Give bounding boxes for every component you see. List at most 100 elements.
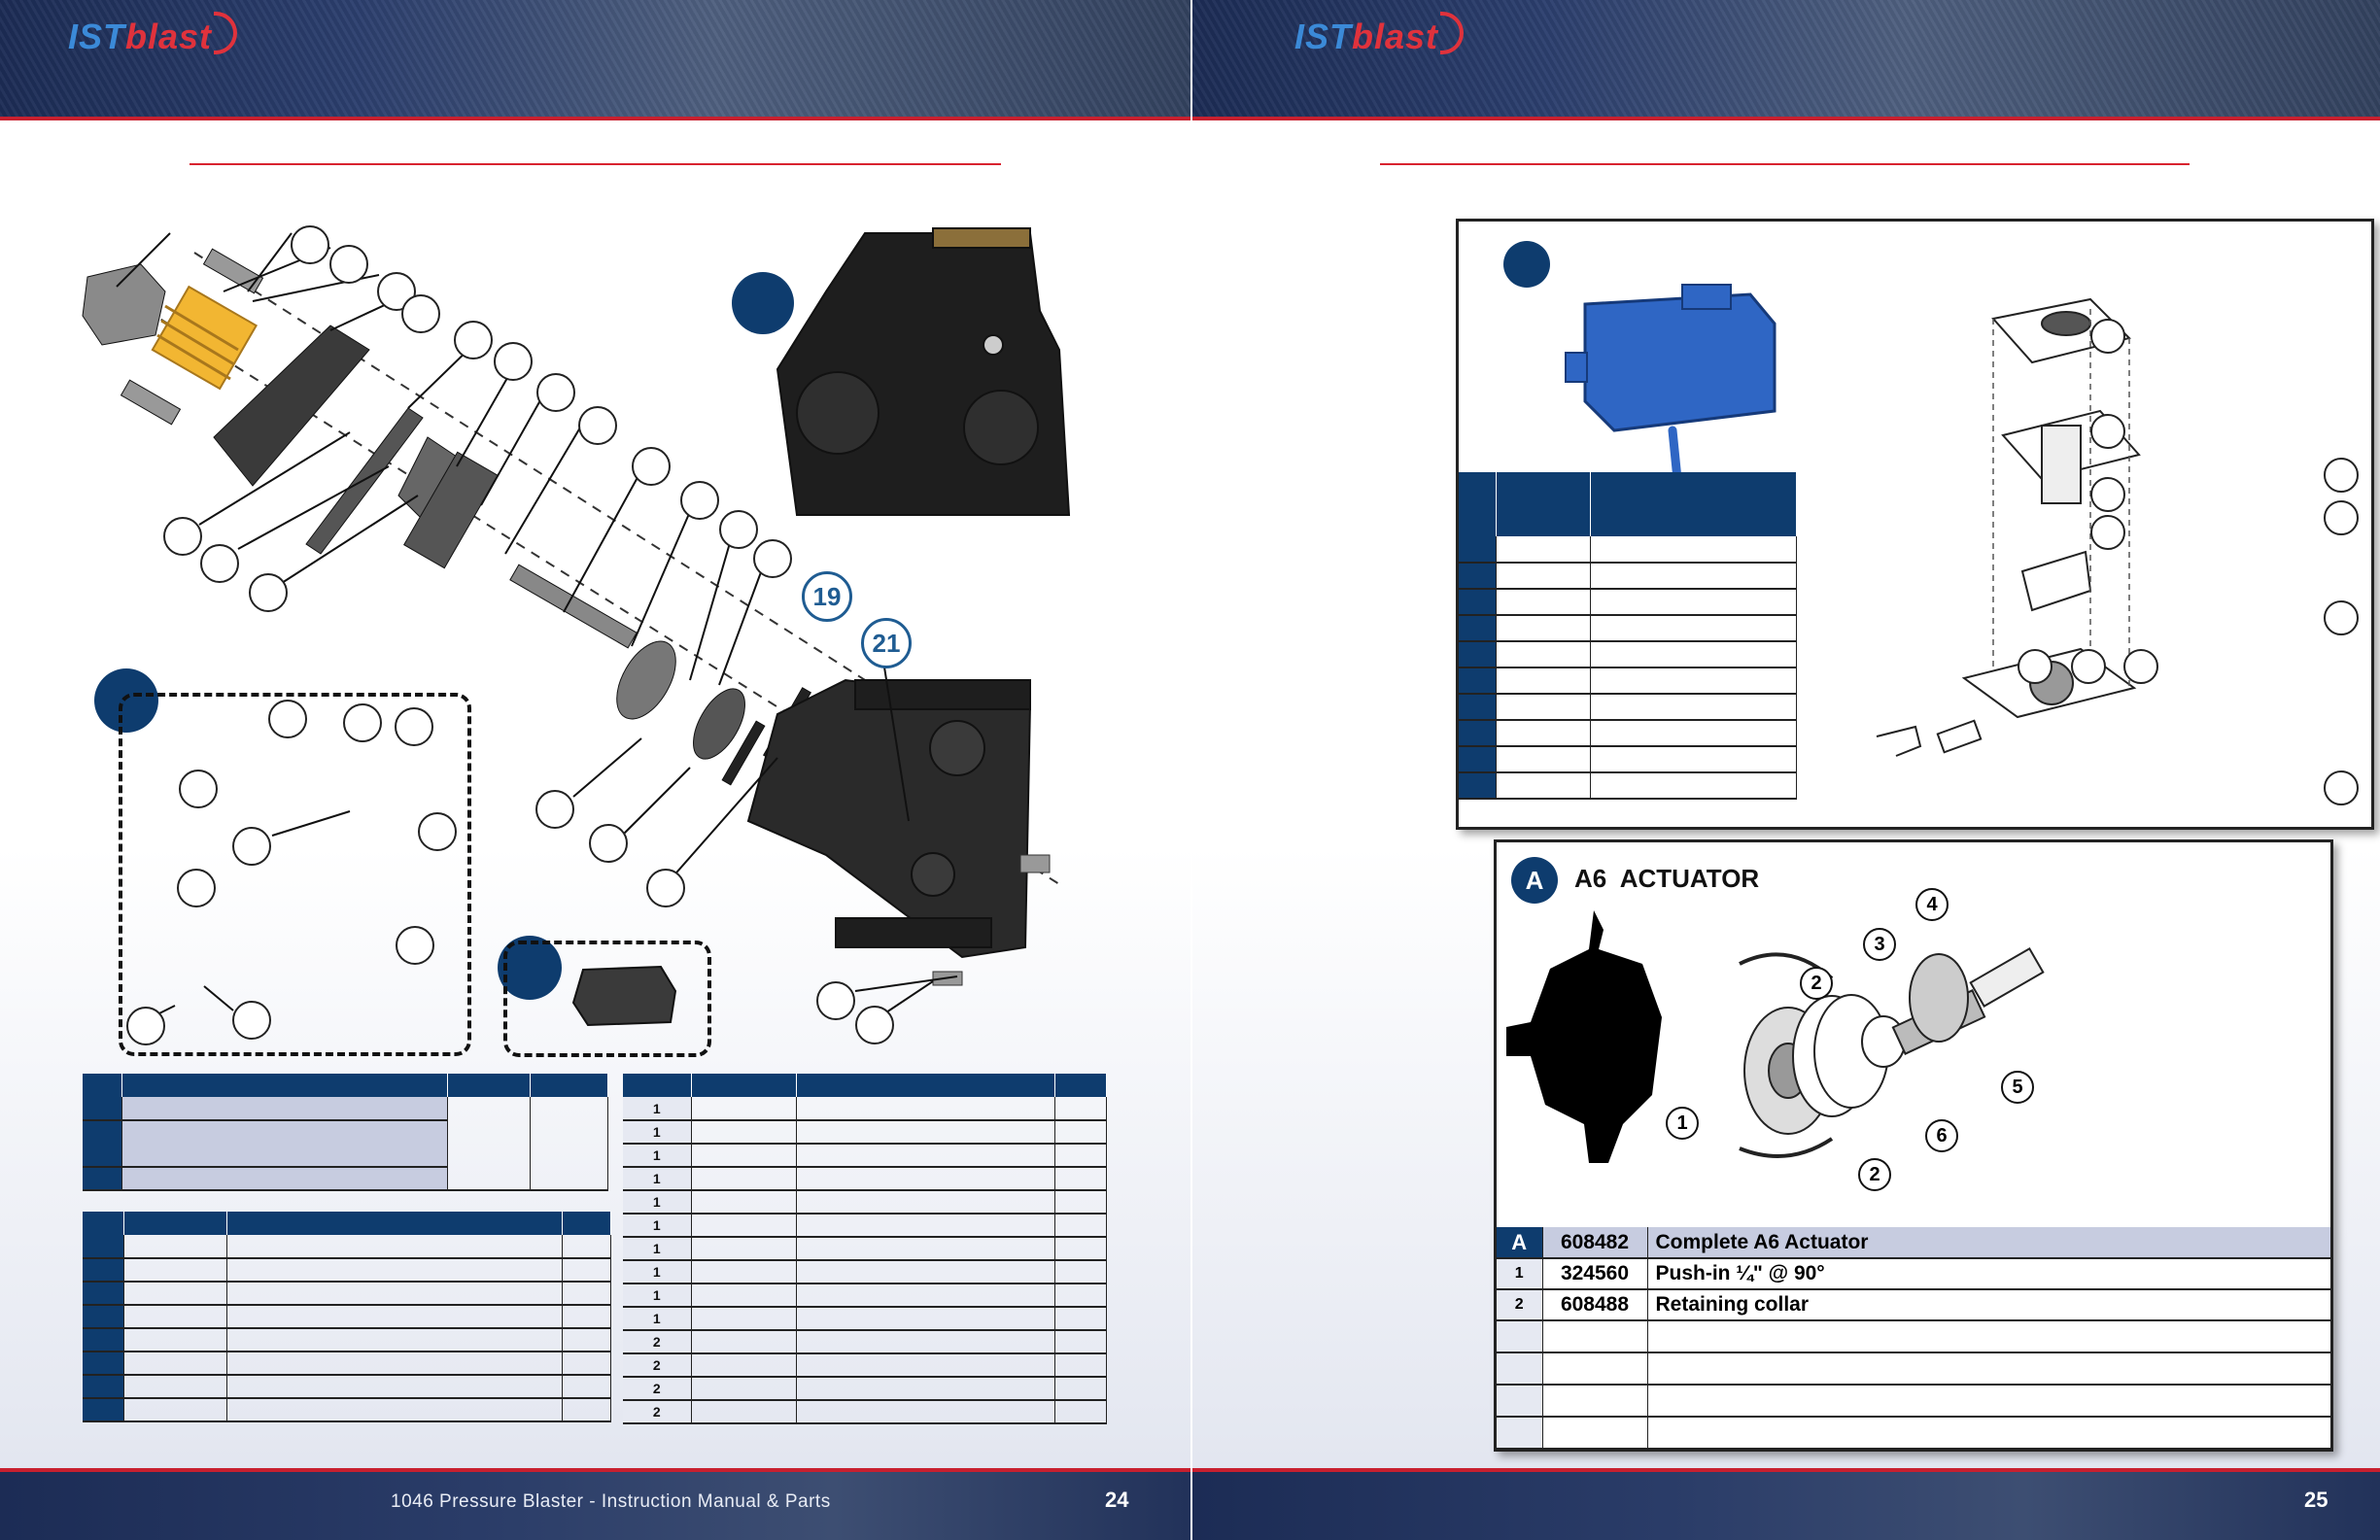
- qty-cell: 1: [623, 1097, 692, 1121]
- callout-bubble: [2090, 515, 2125, 550]
- logo-blast: blast: [1352, 17, 1439, 56]
- page-number-left: 24: [1105, 1488, 1129, 1512]
- callout-bubble: [2090, 477, 2125, 512]
- callout-bubble: [395, 707, 433, 746]
- a6-callout-1: 1: [1666, 1107, 1699, 1140]
- table-row: [1497, 1352, 2331, 1386]
- left-footer: 1046 Pressure Blaster - Instruction Manu…: [0, 1468, 1190, 1540]
- qty-cell: 2: [623, 1330, 692, 1354]
- callout-bubble: [401, 294, 440, 333]
- a6-actuator-frame: A A6 ACTUATOR 1 2 3 4 5 6 2: [1494, 839, 2333, 1452]
- qty-cell: 1: [623, 1283, 692, 1308]
- callout-bubble: [249, 573, 288, 612]
- table-row: [1459, 720, 1797, 747]
- table-row: [1497, 1385, 2331, 1418]
- table-row: [1459, 563, 1797, 590]
- logo-swoosh-icon: [1440, 12, 1465, 54]
- callout-bubble: [200, 544, 239, 583]
- qty-cell: 1: [623, 1214, 692, 1238]
- qty-cell: 2: [623, 1400, 692, 1424]
- qty-cell: 1: [623, 1167, 692, 1191]
- a6-callout-3: 3: [1863, 928, 1896, 961]
- manual-title: 1046 Pressure Blaster - Instruction Manu…: [391, 1491, 831, 1512]
- table-row: 1: [623, 1144, 1107, 1168]
- table-row: 2: [623, 1400, 1107, 1424]
- table-row: 1: [623, 1283, 1107, 1308]
- table-row: 1: [623, 1307, 1107, 1331]
- motor-parts-table: [1459, 472, 1797, 800]
- table-row: 1: [623, 1120, 1107, 1145]
- qty-cell: 1: [623, 1260, 692, 1284]
- motor-exploded-diagram: [1876, 297, 2141, 757]
- callout-bubble: [268, 700, 307, 738]
- brand-logo: ISTblast: [68, 12, 238, 57]
- a6-desc-cell: Complete A6 Actuator: [1647, 1227, 2331, 1259]
- callout-21: 21: [861, 618, 912, 668]
- table-a-header: [83, 1074, 122, 1097]
- callout-bubble: [454, 321, 493, 359]
- callout-bubble: [494, 342, 533, 381]
- valve-exploded-diagram: [82, 227, 1071, 1021]
- callout-bubble: [2090, 414, 2125, 449]
- callout-bubble: [343, 703, 382, 742]
- qty-cell: 1: [623, 1307, 692, 1331]
- table-row: 1: [623, 1260, 1107, 1284]
- callout-bubble: [177, 869, 216, 907]
- left-header: ISTblast: [0, 0, 1190, 120]
- table-row: [1459, 667, 1797, 695]
- qty-cell: 1: [623, 1144, 692, 1168]
- left-page: ISTblast: [0, 0, 1190, 1540]
- table-row: [1459, 746, 1797, 773]
- callout-bubble: [589, 824, 628, 863]
- callout-bubble: [753, 539, 792, 578]
- callout-bubble: [855, 1006, 894, 1044]
- callout-bubble: [816, 981, 855, 1020]
- a6-item-cell: 1: [1497, 1258, 1543, 1290]
- table-row: 2: [623, 1353, 1107, 1378]
- right-header: ISTblast: [1192, 0, 2380, 120]
- page-number-right: 25: [2304, 1488, 2328, 1512]
- callout-bubble: [2324, 500, 2359, 535]
- callout-bubble: [418, 812, 457, 851]
- callout-bubble: [2090, 319, 2125, 354]
- table-row: [1459, 694, 1797, 721]
- brand-logo: ISTblast: [1294, 12, 1465, 57]
- parts-table-b: [83, 1212, 611, 1422]
- a6-part-cell: 608482: [1542, 1227, 1648, 1259]
- table-row: [1497, 1417, 2331, 1450]
- right-page: ISTblast: [1192, 0, 2380, 1540]
- a6-item-cell: A: [1497, 1227, 1543, 1259]
- callout-bubble: [719, 510, 758, 549]
- a6-part-cell: 324560: [1542, 1258, 1648, 1290]
- callout-bubble: [232, 827, 271, 866]
- a6-title: A6 ACTUATOR: [1574, 864, 1760, 893]
- table-row: 1: [623, 1097, 1107, 1121]
- callout-bubble: [680, 481, 719, 520]
- a6-silhouette-icon: [1506, 910, 1662, 1163]
- callout-bubble: [2324, 600, 2359, 635]
- qty-cell: 2: [623, 1377, 692, 1401]
- a6-callout-5: 5: [2001, 1071, 2034, 1104]
- logo-blast: blast: [125, 17, 213, 56]
- a6-callout-2-bottom: 2: [1858, 1158, 1891, 1191]
- callout-bubble: [2123, 649, 2158, 684]
- callout-bubble: [163, 517, 202, 556]
- kit-dashed-box: [119, 693, 471, 1056]
- table-row: 2: [623, 1330, 1107, 1354]
- gasket-icon: [571, 965, 677, 1027]
- table-row: [1459, 536, 1797, 564]
- logo-ist: IST: [1294, 17, 1353, 56]
- parts-table-a: [83, 1074, 608, 1191]
- callout-bubble: [329, 245, 368, 284]
- callout-bubble: [536, 373, 575, 412]
- callout-bubble: [291, 225, 329, 264]
- a6-callout-6: 6: [1925, 1119, 1958, 1152]
- callout-bubble: [646, 869, 685, 907]
- gasket-dashed-box: [503, 941, 711, 1057]
- section-badge-valve: [732, 272, 794, 334]
